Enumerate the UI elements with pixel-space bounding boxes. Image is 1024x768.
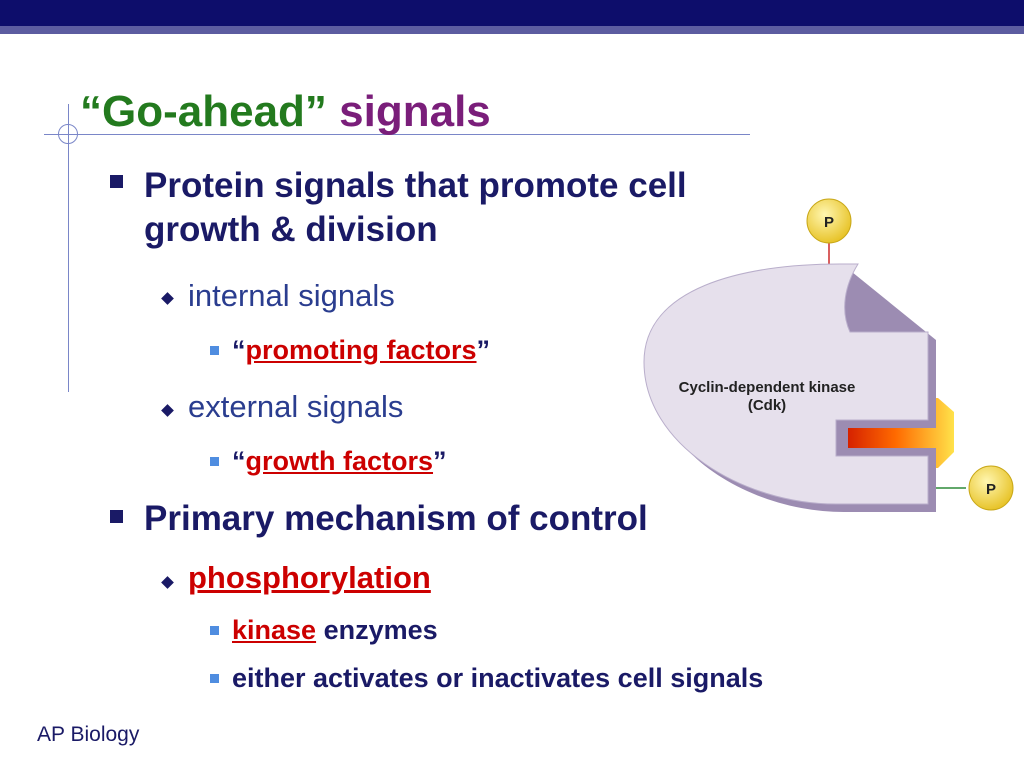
phosphate-top-icon: [806, 198, 852, 244]
header-stripe: [0, 26, 1024, 34]
keyword-growth-factors[interactable]: growth factors: [245, 446, 434, 476]
bullet-line: growth & division: [144, 210, 438, 249]
open-quote: “: [232, 446, 246, 476]
small-square-bullet-icon: [210, 674, 219, 683]
keyword-kinase[interactable]: kinase: [232, 615, 317, 645]
sub-bullet-external-signals: external signals: [188, 389, 404, 424]
keyword-phosphorylation[interactable]: phosphorylation: [188, 560, 431, 595]
open-quote: “: [232, 335, 246, 365]
keyword-promoting-factors[interactable]: promoting factors: [245, 335, 477, 365]
sub-sub-bullet-activates-inactivates: either activates or inactivates cell sig…: [232, 663, 764, 693]
sub-bullet-phosphorylation: phosphorylation: [188, 560, 431, 596]
small-square-bullet-icon: [210, 346, 219, 355]
left-guide-line: [68, 104, 69, 392]
close-quote: ”: [433, 446, 447, 476]
sub-sub-bullet-promoting-factors: “promoting factors”: [232, 335, 490, 366]
crosshair-circle-icon: [58, 124, 78, 144]
small-square-bullet-icon: [210, 626, 219, 635]
title-go-ahead: “Go-ahead”: [80, 87, 327, 136]
diamond-bullet-icon: [161, 404, 174, 417]
enzyme-body: [643, 263, 929, 505]
enzyme-label-line1: Cyclin-dependent kinase: [679, 379, 856, 396]
square-bullet-icon: [110, 510, 123, 523]
kinase-suffix: enzymes: [316, 615, 438, 645]
phosphate-bottom-icon: [968, 465, 1014, 511]
title-rule: [44, 134, 750, 135]
close-quote: ”: [476, 335, 491, 365]
header-band: [0, 0, 1024, 26]
small-square-bullet-icon: [210, 457, 219, 466]
phosphate-bottom-label: P: [986, 481, 996, 498]
diamond-bullet-icon: [161, 292, 174, 305]
phosphate-top-label: P: [824, 214, 834, 231]
sub-sub-bullet-growth-factors: “growth factors”: [232, 446, 447, 477]
footer-label: AP Biology: [37, 723, 140, 746]
slide-title: “Go-ahead” signals: [80, 87, 491, 136]
cdk-diagram: Cyclin-dependent kinase (Cdk) P P: [643, 198, 1014, 512]
bullet-primary-mechanism: Primary mechanism of control: [144, 499, 648, 538]
title-signals: signals: [339, 87, 491, 136]
sub-bullet-internal-signals: internal signals: [188, 278, 395, 313]
enzyme-label-line2: (Cdk): [748, 397, 786, 414]
bullet-protein-signals: Protein signals that promote cell growth…: [144, 164, 687, 252]
diamond-bullet-icon: [161, 576, 174, 589]
square-bullet-icon: [110, 175, 123, 188]
sub-sub-bullet-kinase-enzymes: kinase enzymes: [232, 615, 438, 646]
bullet-line: Protein signals that promote cell: [144, 166, 687, 205]
